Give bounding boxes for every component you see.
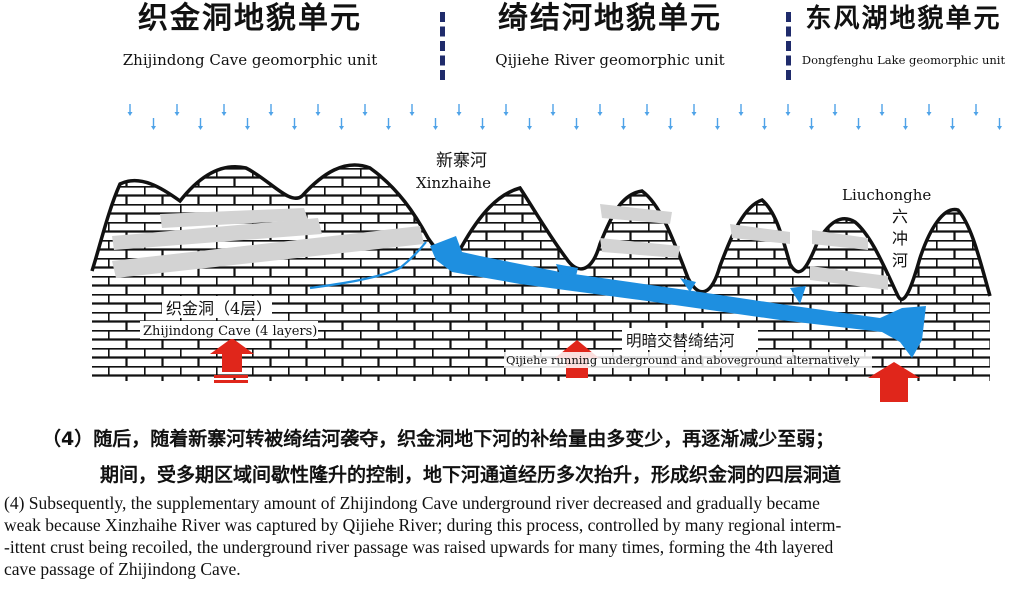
qijiehe-label-zh: 明暗交替绮结河 (626, 332, 735, 350)
liuchonghe-label-zh: 六 (892, 207, 908, 226)
rain-drop-head (245, 126, 250, 130)
rain-drop-head (950, 126, 955, 130)
qijiehe-label-en: Qijiehe running underground and abovegro… (506, 353, 860, 367)
rain-drop-head (832, 112, 838, 116)
liuchonghe-label-zh: 河 (892, 251, 908, 270)
rain-drop-head (292, 126, 297, 130)
rain-drop-head (127, 112, 133, 116)
rain-drop-head (386, 126, 391, 130)
rain-drop-head (480, 126, 485, 130)
cave-layer (812, 230, 868, 250)
unit-title-en: Qijiehe River geomorphic unit (495, 51, 725, 69)
rain-drop-head (903, 126, 908, 130)
rain-drop-head (973, 112, 979, 116)
caption-en-line: weak because Xinzhaihe River was capture… (4, 515, 842, 535)
rain-drop-head (409, 112, 415, 116)
rain-drop-head (668, 126, 673, 130)
cave-layer (600, 238, 680, 258)
rain-drop-head (362, 112, 368, 116)
rain-drop-head (151, 126, 156, 130)
rain-drop-head (221, 112, 227, 116)
xinzhaihe-label-zh: 新寨河 (436, 151, 487, 171)
rain-drop-head (926, 112, 932, 116)
rain-drop-head (456, 112, 462, 116)
rain-drop-head (785, 112, 791, 116)
cave-layer (160, 208, 308, 228)
unit-qijiehe: 绮结河地貌单元 Qijiehe River geomorphic unit (460, 0, 760, 70)
unit-title-zh: 织金洞地貌单元 (138, 1, 362, 36)
unit-zhijindong: 织金洞地貌单元 Zhijindong Cave geomorphic unit (100, 0, 400, 70)
rain-drop-head (691, 112, 697, 116)
rain-drop-head (879, 112, 885, 116)
caption-zh-line2: 期间，受多期区域间歇性隆升的控制，地下河通道经历多次抬升，形成织金洞的四层洞道 (100, 464, 842, 486)
cave-layer (112, 218, 322, 250)
unit-title-zh: 东风湖地貌单元 (805, 4, 1002, 34)
rain-drop-head (503, 112, 509, 116)
unit-title-en: Zhijindong Cave geomorphic unit (122, 51, 378, 69)
rain-drop-head (527, 126, 532, 130)
rain-drop-head (268, 112, 274, 116)
rain-drop-head (550, 112, 556, 116)
caption-en-line: (4) Subsequently, the supplementary amou… (4, 493, 820, 513)
qijiehe-river (430, 236, 926, 358)
unit-separator (786, 12, 791, 80)
rain-drop-head (762, 126, 767, 130)
rain-drop-head (174, 112, 180, 116)
uplift-arrow (868, 362, 920, 402)
rainfall (127, 104, 1002, 130)
xinzhaihe-label-en: Xinzhaihe (416, 174, 491, 192)
underground-stream (309, 241, 427, 290)
unit-separator (440, 12, 445, 80)
cave-label-en: Zhijindong Cave (4 layers) (143, 324, 317, 339)
river-pool (790, 286, 806, 304)
karst-cross-section-diagram: 新寨河 Xinzhaihe Liuchonghe 六 冲 河 织金洞（4层） Z… (90, 104, 1002, 402)
caption-zh-line1: （4）随后，随着新寨河转被绮结河袭夺，织金洞地下河的补给量由多变少，再逐渐减少至… (42, 428, 835, 450)
unit-dongfenghu: 东风湖地貌单元 Dongfenghu Lake geomorphic unit (796, 0, 1011, 70)
unit-title-zh: 绮结河地貌单元 (498, 1, 722, 36)
rain-drop-head (597, 112, 603, 116)
rain-drop-head (198, 126, 203, 130)
cave-layer (730, 224, 790, 244)
cave-layer (600, 204, 672, 224)
unit-title-en: Dongfenghu Lake geomorphic unit (801, 53, 1006, 67)
liuchonghe-label-zh: 冲 (892, 229, 908, 248)
rain-drop-head (715, 126, 720, 130)
uplift-arrow (210, 338, 254, 383)
cave-layer (810, 266, 888, 290)
rain-drop-head (644, 112, 650, 116)
cave-label-zh: 织金洞（4层） (166, 299, 272, 318)
river-pool (556, 264, 578, 276)
rain-drop-head (339, 126, 344, 130)
rain-drop-head (315, 112, 321, 116)
rain-drop-head (433, 126, 438, 130)
rain-drop-head (574, 126, 579, 130)
caption-en-line: cave passage of Zhijindong Cave. (4, 559, 241, 579)
river-water (430, 236, 926, 358)
rain-drop-head (997, 126, 1002, 130)
caption-en-line: -ittent crust being recoiled, the underg… (4, 537, 834, 557)
cave-layer (112, 226, 424, 278)
cave-layers (112, 204, 888, 290)
river-pool (680, 278, 696, 292)
liuchonghe-label-en: Liuchonghe (842, 186, 931, 204)
rain-drop-head (738, 112, 744, 116)
caption-en: (4) Subsequently, the supplementary amou… (4, 492, 1020, 580)
rain-drop-head (856, 126, 861, 130)
rain-drop-head (621, 126, 626, 130)
rain-drop-head (809, 126, 814, 130)
uplift-arrows (210, 338, 920, 402)
